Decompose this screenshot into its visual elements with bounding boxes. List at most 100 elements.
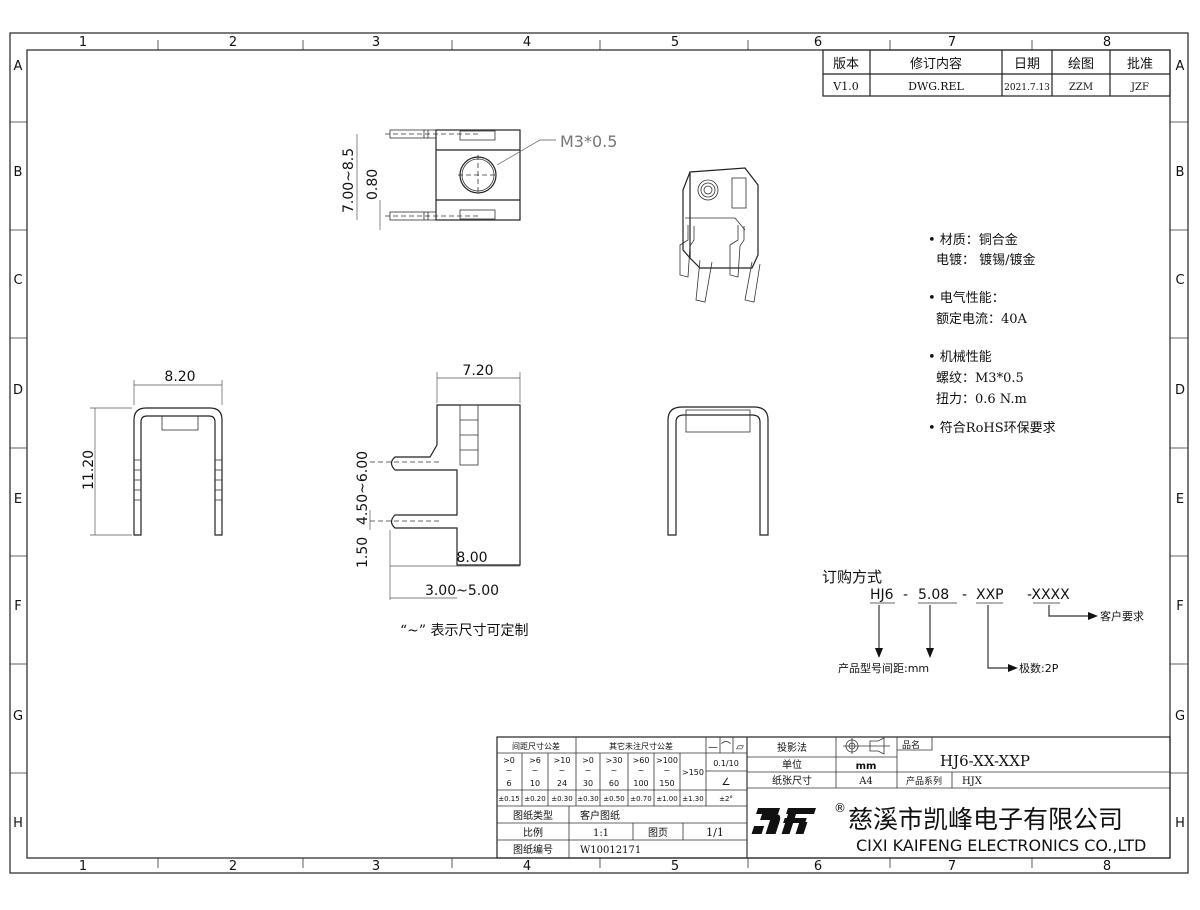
- ordering-title: 订购方式: [822, 568, 882, 586]
- row-marker-right: A: [1176, 59, 1185, 74]
- projection-label: 投影法: [777, 741, 807, 754]
- scale-value: 1:1: [593, 828, 609, 839]
- row-marker-right: C: [1175, 273, 1184, 288]
- customizable-note: “~” 表示尺寸可定制: [400, 623, 529, 639]
- column-marker-bottom: 8: [1103, 859, 1111, 874]
- range-min: >0: [582, 756, 594, 765]
- row-marker-left: B: [14, 165, 23, 180]
- range-min: >10: [554, 756, 571, 765]
- range-min: >6: [529, 756, 541, 765]
- dim-width: 8.20: [164, 369, 195, 385]
- tol-header-other: 其它未注尺寸公差: [609, 741, 673, 751]
- rev-header-approved: 批准: [1127, 57, 1153, 72]
- range-tilde: ~: [585, 766, 592, 775]
- title-block: 间距尺寸公差 其它未注尺寸公差 — ⌒ ▱ >0~6>6~10>10~24>0~…: [496, 736, 1171, 859]
- dim-height-front: 11.20: [81, 450, 97, 490]
- label-pitch: 间距:mm: [882, 662, 929, 675]
- row-marker-left: C: [13, 273, 22, 288]
- tolerance-value: ±1.00: [656, 795, 677, 803]
- ordering-part-pitch: 5.08: [918, 587, 949, 603]
- front-view: 8.20 11.20: [81, 369, 223, 536]
- rev-date: 2021.7.13: [1004, 83, 1050, 93]
- row-marker-right: F: [1176, 599, 1183, 614]
- spec-line: • 材质：铜合金: [928, 232, 1018, 248]
- row-marker-right: D: [1175, 383, 1185, 398]
- angle-symbol: ∠: [722, 777, 731, 788]
- range-tilde: ~: [559, 766, 566, 775]
- spec-line: • 电气性能：: [928, 290, 1005, 306]
- range-tilde: ~: [532, 766, 539, 775]
- dim-slot: 4.50~6.00: [355, 451, 371, 525]
- page-label: 图页: [648, 827, 668, 839]
- range-tilde: ~: [664, 766, 671, 775]
- spec-line: • 机械性能: [928, 350, 992, 365]
- range-max: 100: [633, 779, 648, 788]
- thread-callout: M3*0.5: [560, 132, 617, 151]
- column-marker-top: 5: [671, 35, 679, 50]
- tolerance-value: ±0.15: [498, 795, 519, 803]
- drawing-number-label: 图纸编号: [513, 843, 553, 856]
- range-tilde: ~: [506, 766, 513, 775]
- tolerance-value: ±0.30: [577, 795, 598, 803]
- section-view: [667, 406, 769, 536]
- drawing-number: W10012171: [580, 845, 641, 856]
- outer-frame: [9, 32, 1189, 874]
- registered-mark: ®: [834, 801, 846, 815]
- column-marker-bottom: 5: [671, 859, 679, 874]
- tolerance-value: ±0.50: [603, 795, 624, 803]
- projection-symbol-icon: [843, 737, 890, 755]
- rev-header-version: 版本: [833, 57, 859, 72]
- row-marker-left: G: [13, 709, 23, 724]
- spec-line: 扭力：0.6 N.m: [936, 392, 1027, 407]
- company-name-cn: 慈溪市凯峰电子有限公司: [848, 805, 1123, 834]
- spec-line: 额定电流：40A: [936, 312, 1028, 327]
- rev-header-drawn: 绘图: [1068, 57, 1094, 72]
- series-label: 产品系列: [906, 775, 942, 787]
- label-product-model: 产品型号: [838, 661, 882, 675]
- range-min: >0: [503, 756, 515, 765]
- label-custom: 客户要求: [1100, 609, 1144, 623]
- range-tilde: ~: [638, 766, 645, 775]
- unit-value: mm: [856, 761, 877, 772]
- row-marker-left: E: [14, 492, 22, 507]
- range-min: >30: [606, 756, 623, 765]
- series-value: HJX: [962, 776, 983, 787]
- dim-thickness: 0.80: [365, 169, 381, 200]
- column-marker-bottom: 4: [523, 859, 531, 874]
- page-value: 1/1: [706, 826, 724, 839]
- drawing-type: 客户图纸: [580, 809, 620, 822]
- row-marker-right: B: [1176, 165, 1185, 180]
- row-marker-left: D: [13, 383, 23, 398]
- ordering-part-custom: -XXXX: [1027, 587, 1070, 603]
- profile-symbol: ⌒: [721, 741, 731, 753]
- column-marker-top: 1: [79, 35, 87, 50]
- rev-drawn: ZZM: [1069, 82, 1093, 93]
- range-last: >150: [682, 768, 704, 777]
- ordering-part-series: HJ6: [870, 587, 894, 603]
- tolerance-value: ±0.20: [524, 795, 545, 803]
- unit-label: 单位: [782, 758, 802, 771]
- column-marker-top: 6: [814, 35, 822, 50]
- tolerance-value: ±0.70: [630, 795, 651, 803]
- flatness-value: 0.1/10: [713, 759, 739, 768]
- rev-version: V1.0: [832, 80, 858, 93]
- column-marker-top: 4: [523, 35, 531, 50]
- range-max: 24: [557, 779, 567, 788]
- spec-line: 螺纹：M3*0.5: [936, 371, 1024, 386]
- drawing-type-label: 图纸类型: [513, 809, 553, 822]
- column-marker-top: 8: [1103, 35, 1111, 50]
- dim-length: 8.00: [456, 550, 487, 566]
- angle-tolerance: ±2°: [719, 795, 733, 803]
- ordering-scheme: 订购方式 HJ6 - 5.08 - XXP -XXXX 产品型号 间距:mm 极…: [822, 568, 1144, 675]
- range-max: 10: [530, 779, 540, 788]
- straightness-symbol: —: [708, 742, 718, 753]
- top-view: M3*0.5 7.00~8.5 0.80: [341, 129, 617, 230]
- revision-table: 版本 修订内容 日期 绘图 批准 V1.0 DWG.REL 2021.7.13 …: [822, 49, 1171, 97]
- tolerance-value: ±0.30: [551, 795, 572, 803]
- tolerance-value: ±1.30: [682, 795, 703, 803]
- column-marker-bottom: 3: [372, 859, 380, 874]
- dim-pin: 3.00~5.00: [425, 583, 499, 599]
- dim-bottom: 1.50: [355, 537, 371, 568]
- ordering-part-poles: XXP: [976, 587, 1004, 603]
